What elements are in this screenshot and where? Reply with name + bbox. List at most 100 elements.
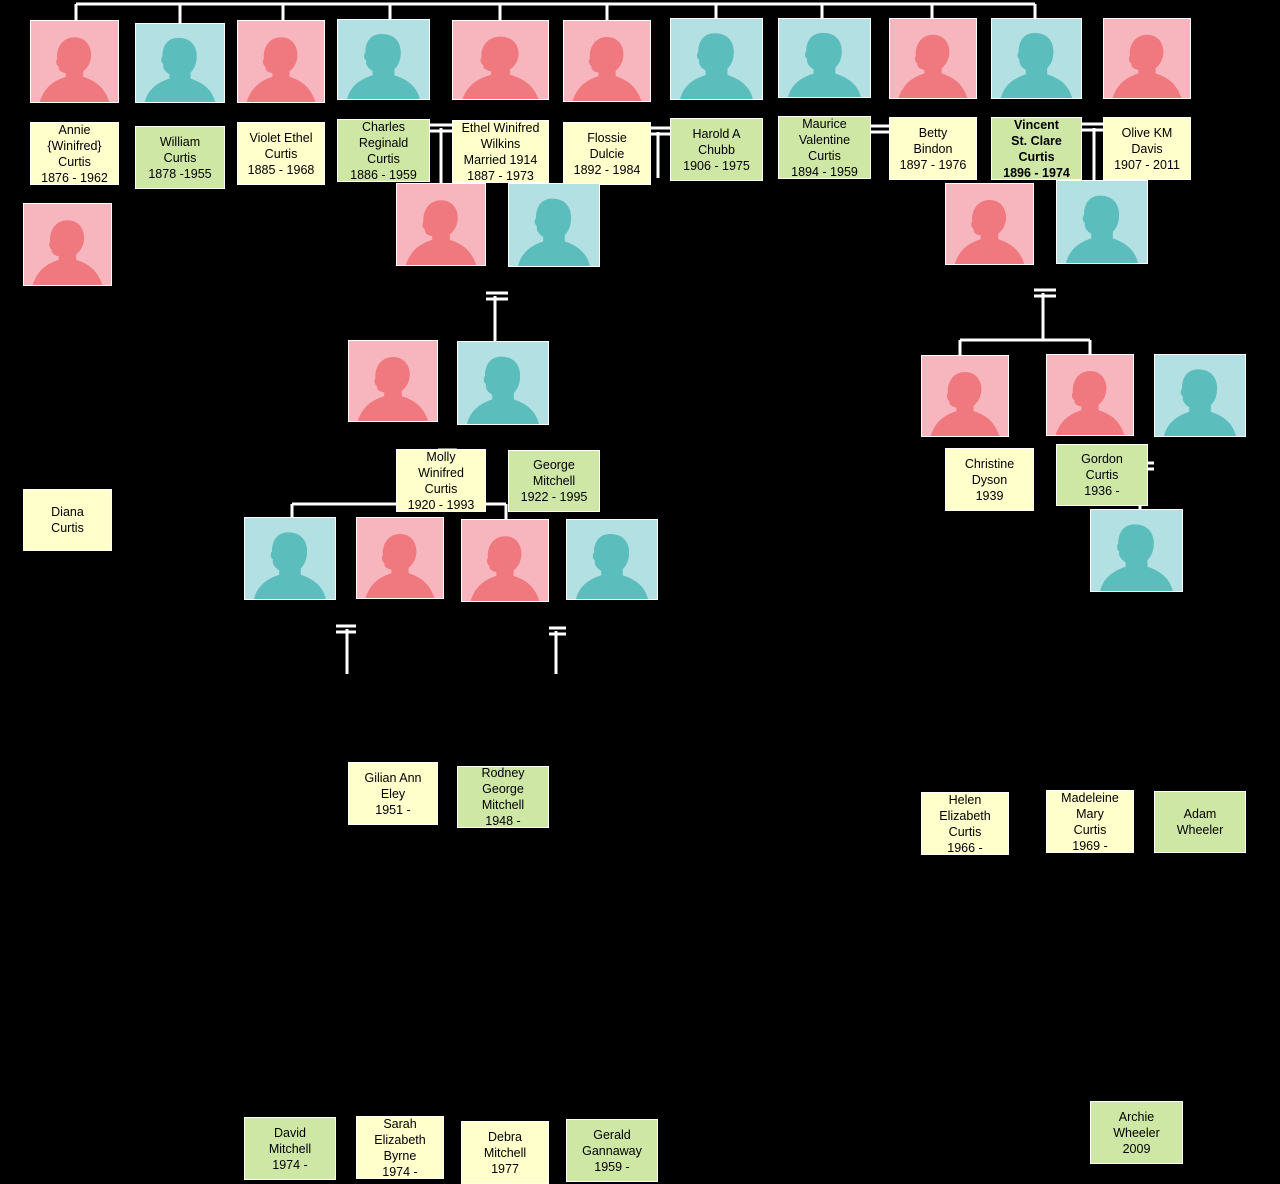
person-photo (461, 519, 549, 602)
person-label-line: Dyson (971, 472, 1008, 487)
person-label-line: 1936 - (1084, 484, 1120, 498)
person-label-line: 1896 - 1974 (1003, 165, 1070, 180)
person-label-line: 1939 (975, 488, 1004, 503)
person-label-line: Curtis (367, 151, 400, 166)
person-label-line: Debra (487, 1129, 523, 1144)
person-photo (508, 183, 600, 267)
person-label-line: 1977 (491, 1161, 519, 1176)
person-label-line: 1894 - 1959 (791, 164, 858, 179)
female-silhouette-icon (32, 220, 103, 285)
person-photo (1046, 354, 1134, 436)
person-label-line: 1966 - (947, 840, 983, 855)
person-label-line: Curtis (58, 154, 91, 169)
person-label-line: Curtis (1085, 468, 1119, 482)
person-label-line: Curtis (424, 481, 458, 496)
person-label-line: Wheeler (1113, 1125, 1160, 1140)
person-label-line: Charles (361, 119, 406, 134)
person-photo (244, 517, 336, 600)
person-label-line: Curtis (51, 521, 84, 535)
person-label-line: Vincent (1014, 117, 1059, 132)
person-label-line: 1876 - 1962 (41, 170, 108, 185)
female-silhouette-icon (898, 34, 968, 98)
male-silhouette-icon (680, 33, 753, 99)
female-silhouette-icon (357, 357, 429, 421)
person-label-line: Valentine (798, 132, 851, 147)
person-label-line: 1974 - (382, 1164, 418, 1179)
person-label-line: Ethel Winifred (461, 120, 540, 135)
person-label-line: Curtis (264, 146, 298, 161)
person-label-line: 1974 - (272, 1157, 308, 1172)
female-silhouette-icon (930, 372, 1000, 436)
female-silhouette-icon (405, 200, 477, 265)
person-label-line: Christine (964, 456, 1015, 471)
connector-lines (74, 2, 1154, 674)
person-label-line: Curtis (163, 150, 197, 165)
male-silhouette-icon (254, 532, 326, 599)
person-photo (778, 18, 871, 98)
person-label-line: 1887 - 1973 (467, 168, 534, 183)
male-silhouette-icon (1164, 369, 1236, 436)
person-photo (1090, 509, 1183, 592)
person-photo (566, 519, 658, 600)
female-silhouette-icon (954, 200, 1025, 264)
person-label-line: Bindon (913, 141, 953, 156)
person-photo (348, 340, 438, 422)
person-label-line: Davis (1131, 141, 1163, 156)
person-label-line: 1878 -1955 (148, 166, 212, 181)
person-photo (670, 18, 763, 100)
person-photo (945, 183, 1034, 265)
male-silhouette-icon (1100, 524, 1173, 591)
person-photo (452, 20, 549, 100)
person-photo (396, 183, 486, 266)
person-photo (457, 341, 549, 425)
person-label-line: Helen (948, 792, 982, 807)
person-label-line: David (274, 1125, 306, 1140)
female-silhouette-icon (470, 536, 540, 601)
person-label-line: Curtis (808, 148, 841, 163)
person-label-line: Diana (51, 505, 84, 519)
person-label-line: Curtis (948, 824, 982, 839)
person-label-line: 1897 - 1976 (899, 157, 967, 172)
person-label-line: 1892 - 1984 (573, 162, 641, 177)
person-label-line: {Winifred} (47, 138, 102, 153)
person-label-line: Wheeler (1176, 823, 1224, 837)
person-label-line: 1959 - (594, 1159, 630, 1174)
person-label-line: George (533, 458, 575, 472)
person-label-line: Mitchell (483, 1145, 527, 1160)
